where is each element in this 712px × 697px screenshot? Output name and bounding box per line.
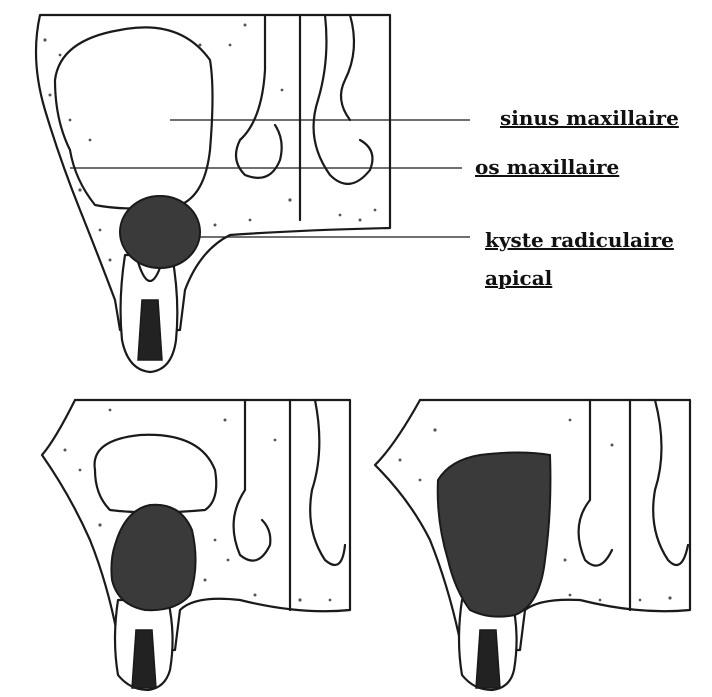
panel-top: sinus maxillaire os maxillaire kyste rad… <box>36 15 679 372</box>
label-kyste-radiculaire: kyste radiculaire <box>485 228 674 252</box>
apical-cyst-top <box>120 196 200 268</box>
tooth-root-canal-top <box>138 300 162 360</box>
maxilla-bone-bottom-left <box>42 400 350 650</box>
tooth-root-canal-bottom-right <box>476 630 500 688</box>
label-sinus-maxillaire: sinus maxillaire <box>500 106 679 130</box>
panel-bottom-left <box>42 400 350 690</box>
panel-bottom-right <box>375 400 690 690</box>
tooth-root-canal-bottom-left <box>132 630 156 688</box>
label-apical: apical <box>485 266 553 290</box>
label-os-maxillaire: os maxillaire <box>475 155 619 179</box>
maxilla-bone-top <box>36 15 390 330</box>
